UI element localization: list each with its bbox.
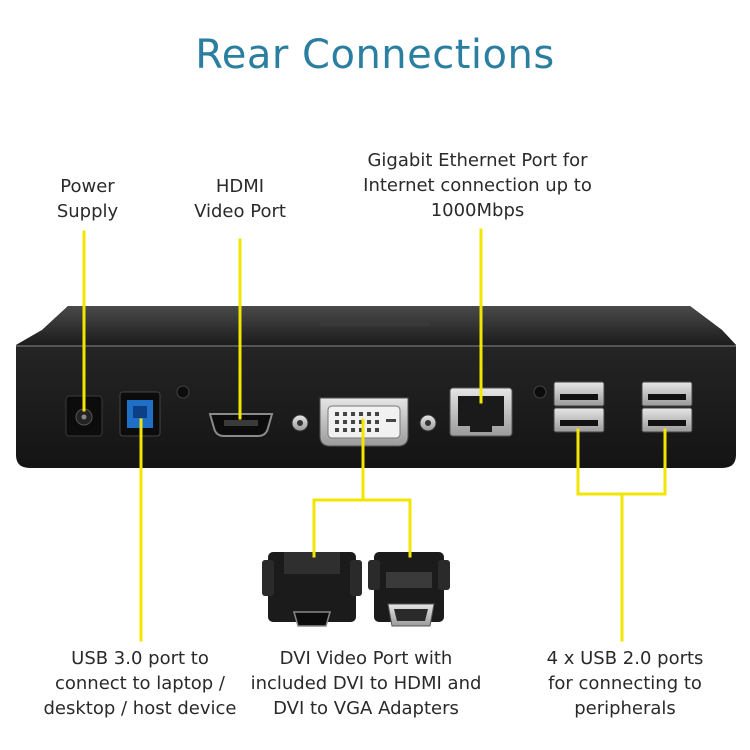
hdmi-port-icon [208, 413, 274, 437]
page-title: Rear Connections [195, 32, 555, 78]
dvi-to-vga-adapter [368, 552, 450, 627]
usb-a-port-icon [553, 381, 693, 433]
ethernet-label: Gigabit Ethernet Port for Internet conne… [363, 150, 592, 221]
ethernet-port-icon [449, 387, 513, 437]
power-supply-label: Power Supply [56, 176, 119, 222]
hdmi-label: HDMI Video Port [194, 176, 286, 222]
screw-icon [533, 385, 547, 399]
dvi-label: DVI Video Port with included DVI to HDMI… [250, 648, 482, 719]
usb3-label: USB 3.0 port to connect to laptop / desk… [43, 648, 237, 719]
usb2-label: 4 x USB 2.0 ports for connecting to peri… [546, 648, 704, 719]
power-jack-icon [65, 395, 103, 437]
screw-icon [176, 385, 190, 399]
leader-lines [82, 228, 667, 642]
dvi-leader-line [312, 418, 365, 558]
usb-b-port-icon [119, 391, 161, 437]
dvi-to-hdmi-adapter [262, 552, 362, 627]
